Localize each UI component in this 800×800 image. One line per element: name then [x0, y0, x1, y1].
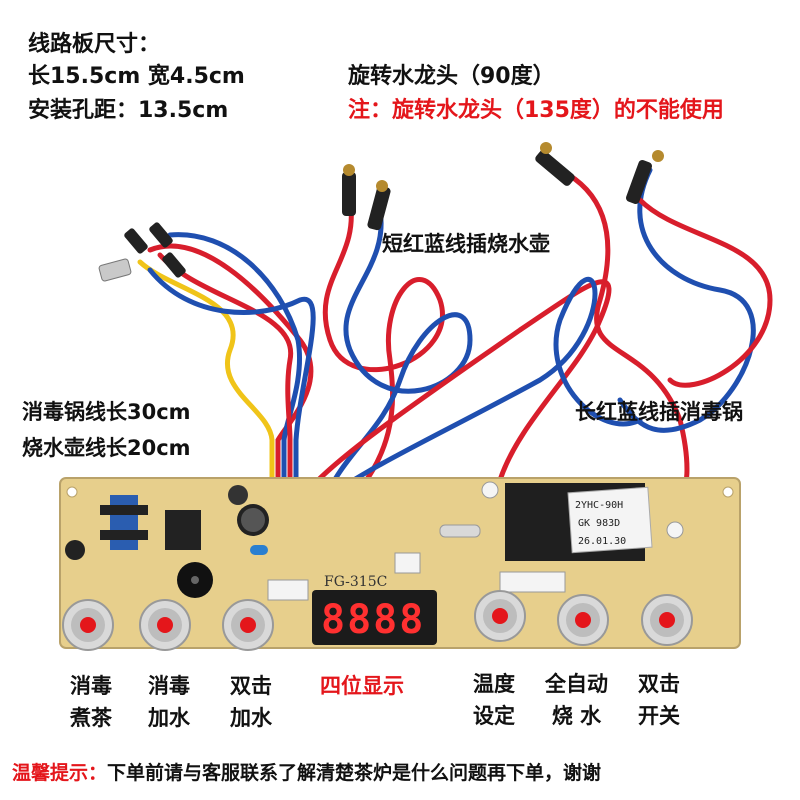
- button-1-icon[interactable]: [62, 599, 114, 651]
- spec-title: 线路板尺寸：: [28, 32, 161, 57]
- button-3-icon[interactable]: [222, 599, 274, 651]
- board-model: FG-315C: [324, 574, 387, 590]
- relay-label-1: 2YHC-90H: [575, 500, 623, 511]
- tactile-buttons: [62, 590, 693, 651]
- short-wire-label: 短红蓝线插烧水壶: [382, 232, 550, 256]
- wire-terminals: [98, 142, 664, 282]
- faucet-warning: 注：旋转水龙头（135度）的不能使用: [348, 98, 724, 123]
- spec-size: 长15.5cm 宽4.5cm: [28, 64, 245, 89]
- button-label-2: 消毒加水: [148, 674, 190, 730]
- seven-segment-display: 8888: [321, 597, 425, 643]
- display-label: 四位显示: [320, 674, 404, 698]
- faucet-note: 旋转水龙头（90度）: [348, 64, 555, 89]
- tip-line: 温馨提示：下单前请与客服联系了解清楚茶炉是什么问题再下单，谢谢: [12, 758, 601, 785]
- button-label-7: 双击开关: [638, 672, 680, 728]
- button-6-icon[interactable]: [557, 594, 609, 646]
- relay-label-2: GK 983D: [578, 518, 620, 529]
- wire-length-sterilizer: 消毒锅线长30cm: [22, 400, 191, 424]
- relay-label-3: 26.01.30: [578, 536, 626, 547]
- button-7-icon[interactable]: [641, 594, 693, 646]
- button-label-3: 双击加水: [230, 674, 272, 730]
- wire-harness: [137, 167, 773, 603]
- button-label-1: 消毒煮茶: [70, 674, 112, 730]
- spec-hole-spacing: 安装孔距：13.5cm: [28, 98, 229, 123]
- wire-length-kettle: 烧水壶线长20cm: [22, 436, 191, 460]
- button-2-icon[interactable]: [139, 599, 191, 651]
- tip-text: 下单前请与客服联系了解清楚茶炉是什么问题再下单，谢谢: [107, 762, 602, 784]
- long-wire-label: 长红蓝线插消毒锅: [575, 400, 743, 424]
- button-5-icon[interactable]: [474, 590, 526, 642]
- button-label-5: 温度设定: [473, 672, 515, 728]
- tip-label: 温馨提示：: [12, 762, 108, 784]
- button-label-6: 全自动烧 水: [545, 672, 608, 728]
